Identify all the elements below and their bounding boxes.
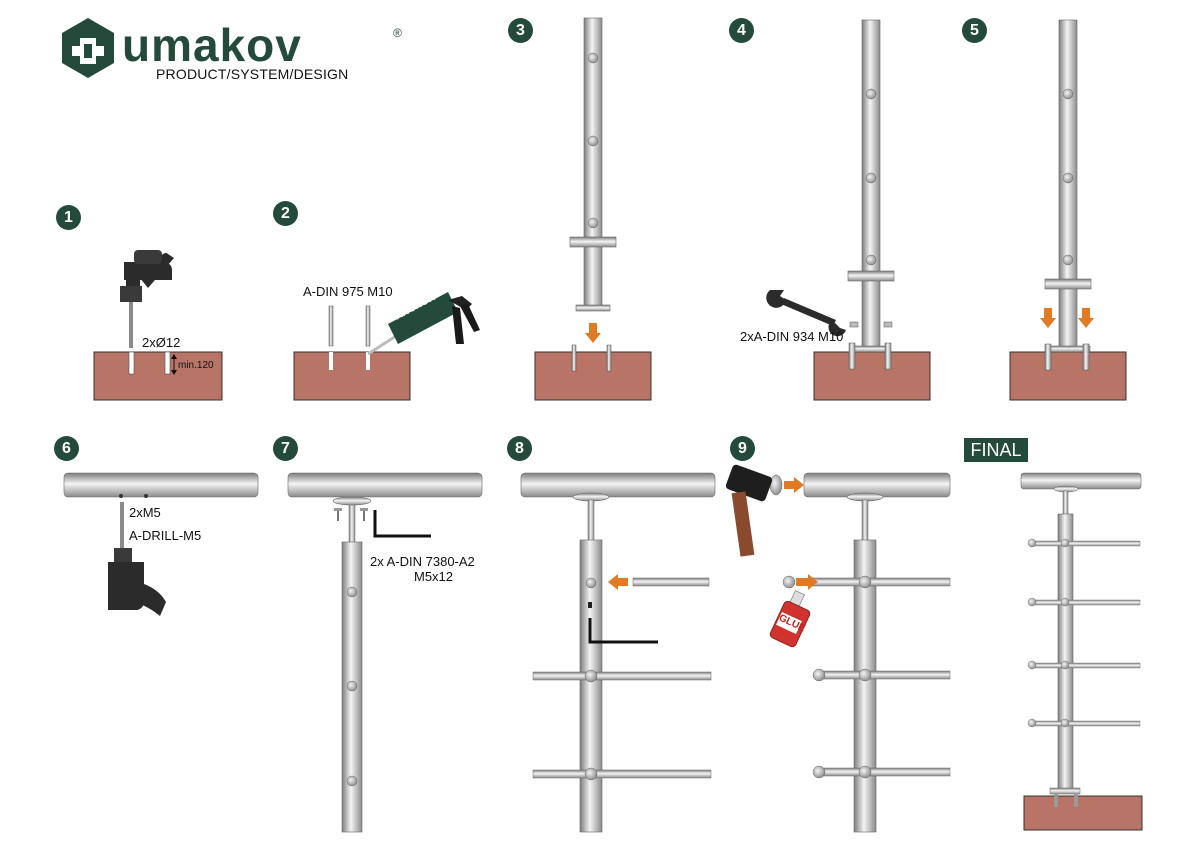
brand-name: umakov <box>122 19 302 71</box>
step-badge-8: 8 <box>507 436 532 461</box>
step-badge-3: 3 <box>508 18 533 43</box>
caulking-gun-icon <box>367 292 480 356</box>
concrete-block <box>534 351 652 401</box>
post-tube <box>1057 513 1074 793</box>
hammer-icon <box>725 464 773 557</box>
registered-mark: ® <box>393 26 402 40</box>
post-tube <box>861 19 881 351</box>
arrow-down-icon <box>585 323 601 343</box>
step6-illustration <box>63 472 259 616</box>
step6-screw-label: 2xM5 <box>129 505 161 520</box>
hex-key-icon <box>588 618 658 644</box>
crossbar <box>819 670 951 680</box>
handrail-tube <box>803 472 951 498</box>
step-badge-6: 6 <box>54 436 79 461</box>
hex-key-icon <box>373 510 431 538</box>
concrete-block <box>293 351 411 401</box>
crossbar <box>1027 660 1141 670</box>
crossbar <box>1027 597 1141 607</box>
concrete-block <box>1023 795 1143 831</box>
step-badge-1: 1 <box>56 205 81 230</box>
threaded-rod <box>328 305 334 347</box>
post-tube <box>579 539 603 833</box>
drill-icon <box>120 250 174 348</box>
handrail-tube <box>63 472 259 498</box>
crossbar <box>1027 718 1141 728</box>
step7-bolt-label: 2x A-DIN 7380-A2 <box>370 554 475 569</box>
step2-rod-label: A-DIN 975 M10 <box>303 284 393 299</box>
step1-depth-label: min.120 <box>178 360 214 371</box>
drill-icon <box>108 502 166 616</box>
step7-illustration <box>287 472 483 833</box>
step7-size-label: M5x12 <box>414 569 454 584</box>
step-badge-5: 5 <box>962 18 987 43</box>
crossbar <box>632 577 710 587</box>
arrow-down-icon <box>1078 308 1094 328</box>
arrow-right-icon <box>784 477 804 493</box>
step-badge-4: 4 <box>729 18 754 43</box>
crossbar <box>819 767 951 777</box>
handrail-tube <box>1020 472 1142 490</box>
concrete-block <box>93 351 223 401</box>
step6-drill-label: A-DRILL-M5 <box>129 528 202 543</box>
step4-nut-label: 2xA-DIN 934 M10 <box>740 329 844 344</box>
post-tube <box>1058 19 1078 351</box>
concrete-block <box>813 351 931 401</box>
screw-icon <box>334 508 342 521</box>
end-cap <box>769 474 783 496</box>
handrail-tube <box>520 472 716 498</box>
screw-icon <box>360 508 368 521</box>
step4-illustration <box>766 19 931 401</box>
final-badge: FINAL <box>964 438 1028 462</box>
step1-illustration <box>93 250 223 401</box>
crossbar <box>1027 538 1141 548</box>
end-cap <box>782 575 796 589</box>
final-illustration <box>1020 472 1143 831</box>
wrench-icon <box>766 290 846 337</box>
step-badge-7: 7 <box>273 436 298 461</box>
step-badge-9: 9 <box>730 436 755 461</box>
step8-illustration <box>520 472 716 833</box>
step2-illustration <box>293 292 480 401</box>
crossbar <box>532 671 712 681</box>
arrow-down-icon <box>1040 308 1056 328</box>
crossbar <box>532 769 712 779</box>
threaded-rod <box>365 305 371 347</box>
arrow-left-icon <box>608 574 628 590</box>
step9-illustration <box>725 464 951 833</box>
post-tube <box>853 539 877 833</box>
step5-illustration <box>1009 19 1127 401</box>
umakov-logo-icon <box>62 18 114 78</box>
step1-hole-label: 2xØ12 <box>142 335 181 350</box>
step-badge-2: 2 <box>273 201 298 226</box>
brand-tagline: PRODUCT/SYSTEM/DESIGN <box>156 66 349 82</box>
glue-bottle-icon <box>769 590 811 648</box>
arrow-right-icon <box>796 574 818 590</box>
crossbar <box>811 577 951 587</box>
step3-illustration <box>534 17 652 401</box>
concrete-block <box>1009 351 1127 401</box>
handrail-tube <box>287 472 483 498</box>
